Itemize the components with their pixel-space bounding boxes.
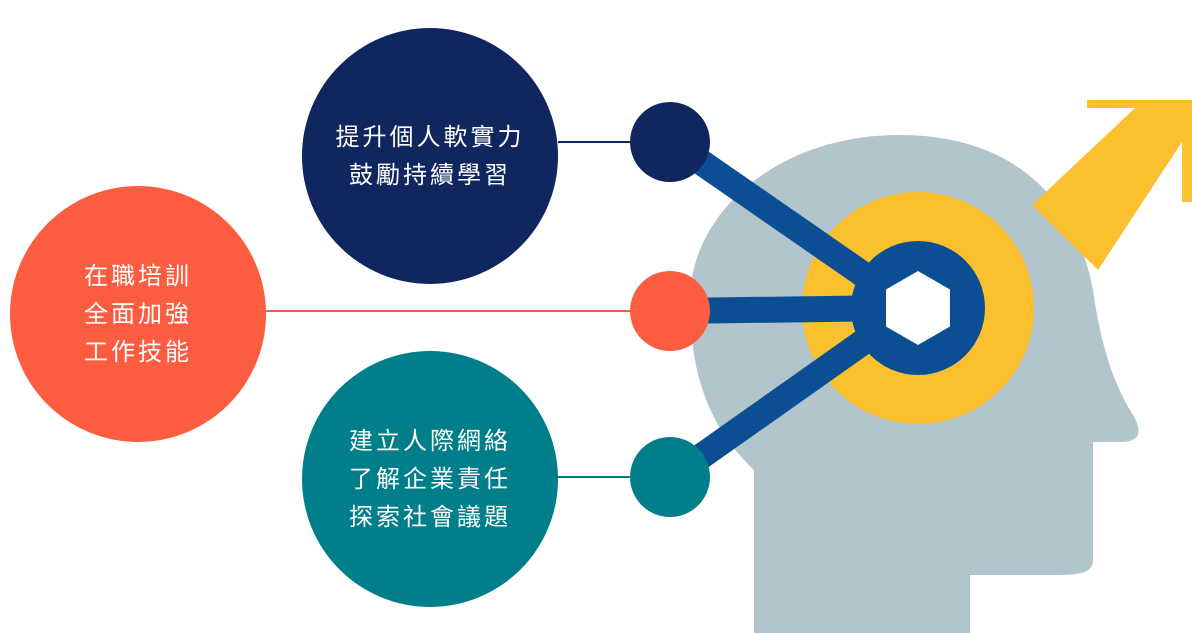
bubble-left-line-3: 工作技能 xyxy=(84,338,192,366)
growth-arrow-icon xyxy=(1032,100,1192,270)
bubble-on-the-job-training: 在職培訓 全面加強 工作技能 xyxy=(10,186,266,442)
bubble-networking: 建立人際網絡 了解企業責任 探索社會議題 xyxy=(302,351,558,607)
top-node-dot xyxy=(630,102,710,182)
left-node-dot xyxy=(630,271,710,351)
bubble-bottom-line-3: 探索社會議題 xyxy=(349,503,511,531)
bubble-top-line-1: 提升個人軟實力 xyxy=(335,123,525,151)
bubble-soft-skills: 提升個人軟實力 鼓勵持續學習 xyxy=(302,28,558,284)
bubble-bottom-line-1: 建立人際網絡 xyxy=(349,427,511,455)
bubble-top-line-2: 鼓勵持續學習 xyxy=(349,161,511,189)
hexagon-nut-icon xyxy=(886,271,950,345)
bubble-left-line-2: 全面加強 xyxy=(84,300,192,328)
bubble-bottom-line-2: 了解企業責任 xyxy=(349,465,511,493)
bottom-node-dot xyxy=(630,437,710,517)
bubble-left-line-1: 在職培訓 xyxy=(84,262,192,290)
